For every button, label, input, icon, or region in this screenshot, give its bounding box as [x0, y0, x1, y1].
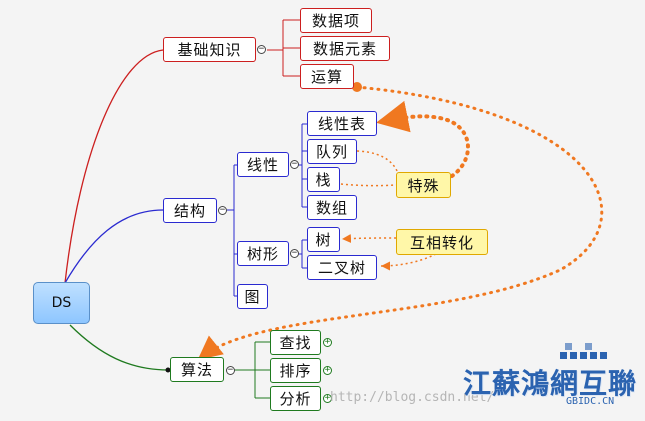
edge-stack-special	[340, 183, 397, 187]
expand-toggle-sort[interactable]: +	[323, 365, 332, 375]
node-binary-tree[interactable]: 二叉树	[307, 255, 377, 280]
node-array[interactable]: 数组	[307, 195, 357, 220]
logo-subtext: GBIDC.CN	[566, 396, 615, 407]
edge-queue-special	[356, 150, 401, 186]
edge-convert-tree	[341, 234, 397, 243]
collapse-toggle-tree[interactable]: −	[290, 248, 299, 258]
edge-special-linearlist	[376, 100, 470, 178]
node-linear[interactable]: 线性	[237, 152, 289, 177]
collapse-toggle-structure[interactable]: −	[218, 205, 227, 215]
edge-root-basics	[64, 49, 164, 284]
node-linear-list[interactable]: 线性表	[307, 111, 377, 136]
node-queue[interactable]: 队列	[307, 139, 357, 164]
node-sort[interactable]: 排序	[270, 358, 321, 383]
callout-convert[interactable]: 互相转化	[396, 229, 488, 255]
callout-special[interactable]: 特殊	[396, 172, 451, 198]
watermark-url: http://blog.csdn.net/	[330, 390, 495, 405]
collapse-toggle-basics[interactable]: −	[257, 44, 266, 54]
node-basics[interactable]: 基础知识	[163, 37, 256, 62]
node-data-item[interactable]: 数据项	[300, 8, 372, 33]
node-analysis[interactable]: 分析	[270, 386, 321, 411]
root-node[interactable]: DS	[33, 282, 90, 324]
collapse-toggle-linear[interactable]: −	[290, 159, 299, 169]
node-structure[interactable]: 结构	[163, 198, 217, 223]
logo-text: 江蘇鴻網互聯	[463, 367, 638, 400]
expand-toggle-search[interactable]: +	[323, 337, 332, 347]
node-search[interactable]: 查找	[270, 330, 321, 355]
node-stack[interactable]: 栈	[307, 167, 340, 192]
edge-convert-binarytree	[380, 253, 437, 271]
collapse-toggle-algorithm[interactable]: −	[226, 365, 235, 375]
expand-toggle-analysis[interactable]: +	[323, 393, 332, 403]
node-data-element[interactable]: 数据元素	[300, 36, 390, 61]
node-algorithm[interactable]: 算法	[170, 357, 224, 382]
node-tree[interactable]: 树	[307, 227, 340, 252]
node-tree-shaped[interactable]: 树形	[237, 241, 289, 266]
edge-root-algorithm	[69, 324, 169, 371]
node-operation[interactable]: 运算	[300, 64, 354, 89]
node-graph[interactable]: 图	[237, 284, 268, 309]
edge-root-structure	[64, 209, 164, 284]
edge-operation-algorithm	[197, 85, 604, 360]
